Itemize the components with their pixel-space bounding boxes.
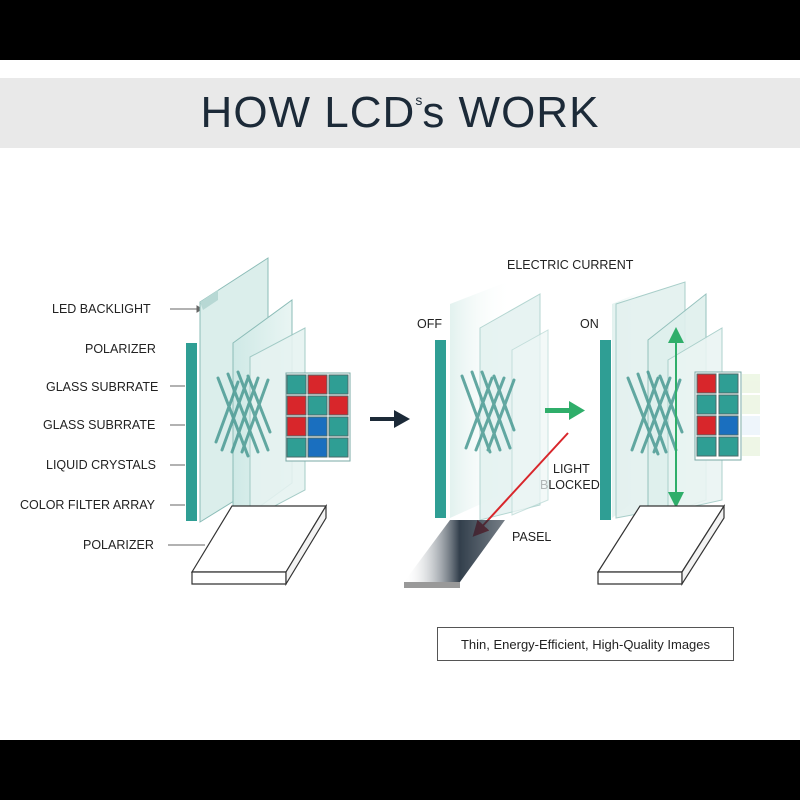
off-lcd-stack xyxy=(404,280,585,588)
footer-note: Thin, Energy-Efficient, High-Quality Ima… xyxy=(437,627,734,661)
label-color-filter-array: COLOR FILTER ARRAY xyxy=(20,498,155,512)
process-arrow xyxy=(370,410,410,428)
label-polarizer-bottom: POLARIZER xyxy=(83,538,154,552)
label-liquid-crystals: LIQUID CRYSTALS xyxy=(46,458,156,472)
on-lcd-stack xyxy=(596,281,760,587)
title-bar: HOW LCDss WORK xyxy=(0,78,800,148)
diagram-canvas: HOW LCDss WORK LED BACKLIGHT POLARIZER G… xyxy=(0,60,800,740)
panel-label: PASEL xyxy=(512,530,552,544)
label-glass-substrate-2: GLASS SUBRRATE xyxy=(43,418,156,432)
label-glass-substrate-1: GLASS SUBRRATE xyxy=(46,380,159,394)
left-lcd-stack xyxy=(186,257,351,587)
lcd-diagram xyxy=(168,257,760,588)
electric-current-label: ELECTRIC CURRENT xyxy=(507,258,634,272)
light-blocked-label-line1: LIGHT xyxy=(553,462,590,476)
off-state-label: OFF xyxy=(417,317,442,331)
light-blocked-label-line2: BLOCKED xyxy=(540,478,600,492)
label-led-backlight: LED BACKLIGHT xyxy=(52,302,151,316)
page-title: HOW LCDss WORK xyxy=(200,88,600,137)
label-polarizer-top: POLARIZER xyxy=(85,342,156,356)
on-state-label: ON xyxy=(580,317,599,331)
